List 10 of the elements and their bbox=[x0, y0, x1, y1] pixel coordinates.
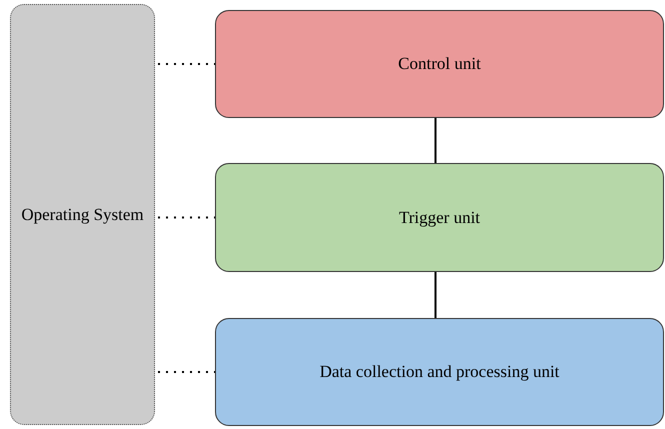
box-label: Control unit bbox=[398, 53, 481, 76]
process-box bbox=[215, 163, 664, 272]
process-box bbox=[215, 10, 664, 118]
box-label: Operating System bbox=[21, 204, 144, 226]
connector-line bbox=[434, 118, 436, 163]
process-box bbox=[215, 318, 664, 426]
box-label: Data collection and processing unit bbox=[320, 361, 560, 384]
connector-line bbox=[434, 272, 436, 318]
process-box bbox=[10, 4, 155, 425]
box-label: Trigger unit bbox=[398, 206, 480, 229]
